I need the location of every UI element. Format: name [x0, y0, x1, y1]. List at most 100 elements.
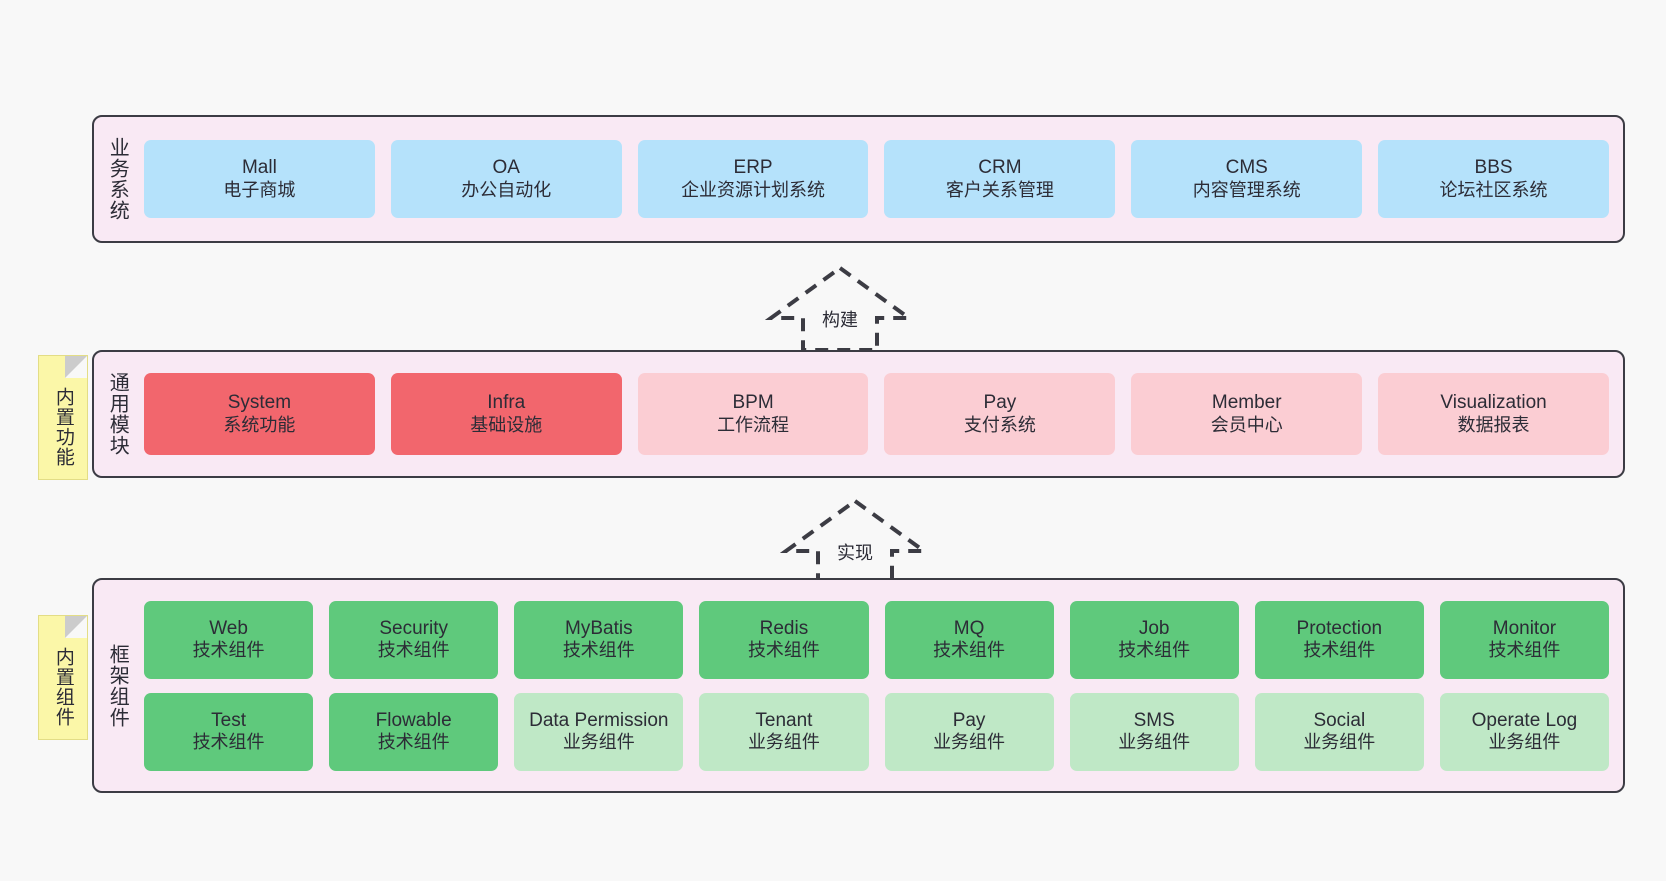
arrow-build: 构建 — [765, 262, 915, 354]
card-redis[interactable]: Redis 技术组件 — [699, 600, 869, 679]
card-tenant[interactable]: Tenant 业务组件 — [699, 692, 869, 771]
card-crm[interactable]: CRM 客户关系管理 — [884, 140, 1116, 218]
card-social[interactable]: Social 业务组件 — [1254, 692, 1424, 771]
card-subtitle: 客户关系管理 — [945, 179, 1054, 200]
card-title: Infra — [487, 392, 526, 414]
card-title: BBS — [1474, 157, 1513, 179]
card-visualization[interactable]: Visualization 数据报表 — [1378, 373, 1609, 455]
card-flowable[interactable]: Flowable 技术组件 — [329, 692, 499, 771]
card-test[interactable]: Test 技术组件 — [144, 692, 314, 771]
card-oa[interactable]: OA 办公自动化 — [390, 140, 622, 218]
card-pay-component[interactable]: Pay 业务组件 — [884, 692, 1054, 771]
card-subtitle: 技术组件 — [377, 640, 450, 661]
card-title: ERP — [733, 157, 773, 179]
card-bpm[interactable]: BPM 工作流程 — [637, 373, 869, 455]
card-bbs[interactable]: BBS 论坛社区系统 — [1378, 140, 1609, 218]
card-subtitle: 技术组件 — [1118, 640, 1191, 661]
card-system[interactable]: System 系统功能 — [144, 373, 375, 455]
layer-body-framework-component: Web 技术组件 Security 技术组件 MyBatis 技术组件 Redi… — [140, 580, 1623, 791]
card-subtitle: 论坛社区系统 — [1439, 179, 1548, 200]
card-title: Test — [211, 709, 246, 731]
card-row: Mall 电子商城 OA 办公自动化 ERP 企业资源计划系统 CRM 客户关系… — [144, 140, 1609, 218]
card-infra[interactable]: Infra 基础设施 — [390, 373, 622, 455]
card-title: OA — [492, 157, 520, 179]
card-subtitle: 业务组件 — [1118, 732, 1191, 753]
card-web[interactable]: Web 技术组件 — [144, 600, 314, 679]
layer-body-business-system: Mall 电子商城 OA 办公自动化 ERP 企业资源计划系统 CRM 客户关系… — [140, 117, 1623, 241]
card-title: Visualization — [1440, 392, 1547, 414]
layer-common-module: 通用模块 System 系统功能 Infra 基础设施 BPM 工作流程 Pay… — [92, 350, 1625, 478]
card-subtitle: 技术组件 — [747, 640, 820, 661]
card-subtitle: 技术组件 — [192, 640, 265, 661]
card-mall[interactable]: Mall 电子商城 — [144, 140, 375, 218]
card-title: Job — [1138, 617, 1170, 639]
arrow-implement-label: 实现 — [837, 543, 873, 563]
card-subtitle: 支付系统 — [963, 414, 1036, 435]
card-subtitle: 办公自动化 — [461, 179, 552, 200]
sticky-note-label: 内置组件 — [52, 646, 74, 727]
card-subtitle: 会员中心 — [1210, 414, 1283, 435]
card-subtitle: 业务组件 — [1488, 732, 1561, 753]
card-subtitle: 系统功能 — [223, 414, 296, 435]
card-job[interactable]: Job 技术组件 — [1069, 600, 1239, 679]
card-title: Operate Log — [1471, 709, 1578, 731]
card-title: Web — [209, 617, 248, 639]
card-sms[interactable]: SMS 业务组件 — [1069, 692, 1239, 771]
arrow-implement: 实现 — [780, 495, 930, 587]
card-title: Monitor — [1492, 617, 1557, 639]
layer-title-framework-component: 框架组件 — [106, 643, 129, 728]
card-title: Pay — [952, 709, 986, 731]
card-row: System 系统功能 Infra 基础设施 BPM 工作流程 Pay 支付系统… — [144, 373, 1609, 455]
card-cms[interactable]: CMS 内容管理系统 — [1131, 140, 1363, 218]
card-subtitle: 业务组件 — [1303, 732, 1376, 753]
card-erp[interactable]: ERP 企业资源计划系统 — [637, 140, 869, 218]
card-subtitle: 技术组件 — [562, 640, 635, 661]
layer-body-common-module: System 系统功能 Infra 基础设施 BPM 工作流程 Pay 支付系统… — [140, 352, 1623, 476]
card-title: BPM — [732, 392, 774, 414]
sticky-note-builtin-function: 内置功能 — [38, 355, 88, 480]
card-title: Tenant — [755, 709, 813, 731]
card-subtitle: 业务组件 — [562, 732, 635, 753]
card-member[interactable]: Member 会员中心 — [1131, 373, 1363, 455]
card-title: Flowable — [375, 709, 452, 731]
card-security[interactable]: Security 技术组件 — [329, 600, 499, 679]
layer-business-system: 业务系统 Mall 电子商城 OA 办公自动化 ERP 企业资源计划系统 CRM… — [92, 115, 1625, 243]
layer-title-common-module: 通用模块 — [106, 372, 129, 456]
card-title: SMS — [1133, 709, 1175, 731]
layer-framework-component: 框架组件 Web 技术组件 Security 技术组件 MyBatis 技术组件… — [92, 578, 1625, 793]
card-title: MyBatis — [565, 617, 633, 639]
card-title: System — [227, 392, 292, 414]
card-row: Test 技术组件 Flowable 技术组件 Data Permission … — [144, 692, 1609, 771]
card-subtitle: 技术组件 — [377, 732, 450, 753]
card-subtitle: 数据报表 — [1457, 414, 1530, 435]
card-title: Data Permission — [529, 709, 669, 731]
card-title: Security — [379, 617, 448, 639]
sticky-note-label: 内置功能 — [52, 386, 74, 467]
card-subtitle: 业务组件 — [933, 732, 1006, 753]
layer-title-business-system: 业务系统 — [106, 137, 129, 221]
card-protection[interactable]: Protection 技术组件 — [1254, 600, 1424, 679]
card-operate-log[interactable]: Operate Log 业务组件 — [1439, 692, 1609, 771]
card-title: Social — [1313, 709, 1366, 731]
card-pay[interactable]: Pay 支付系统 — [884, 373, 1116, 455]
card-subtitle: 基础设施 — [470, 414, 543, 435]
sticky-note-builtin-component: 内置组件 — [38, 615, 88, 740]
card-data-permission[interactable]: Data Permission 业务组件 — [514, 692, 684, 771]
card-mybatis[interactable]: MyBatis 技术组件 — [514, 600, 684, 679]
card-title: Pay — [983, 392, 1017, 414]
card-row: Web 技术组件 Security 技术组件 MyBatis 技术组件 Redi… — [144, 600, 1609, 679]
card-monitor[interactable]: Monitor 技术组件 — [1439, 600, 1609, 679]
card-subtitle: 企业资源计划系统 — [681, 179, 826, 200]
card-title: CRM — [978, 157, 1022, 179]
card-title: Redis — [759, 617, 809, 639]
card-subtitle: 内容管理系统 — [1192, 179, 1301, 200]
card-title: MQ — [953, 617, 985, 639]
card-subtitle: 技术组件 — [1303, 640, 1376, 661]
card-subtitle: 技术组件 — [933, 640, 1006, 661]
card-subtitle: 电子商城 — [223, 179, 296, 200]
card-subtitle: 工作流程 — [717, 414, 790, 435]
card-subtitle: 业务组件 — [747, 732, 820, 753]
arrow-build-label: 构建 — [822, 310, 858, 330]
card-mq[interactable]: MQ 技术组件 — [884, 600, 1054, 679]
card-title: Mall — [241, 157, 277, 179]
